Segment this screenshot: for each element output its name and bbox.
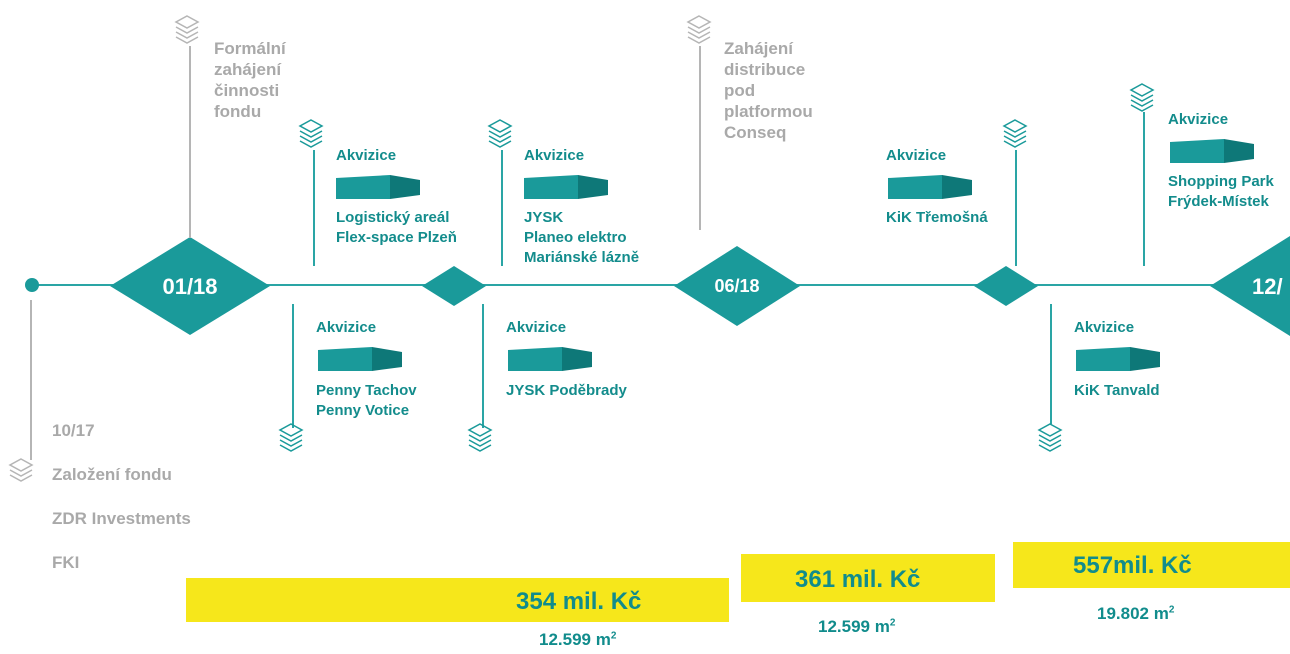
acq-text-penny: Penny Tachov Penny Votice — [316, 382, 417, 419]
stem-acq-tanvald — [1050, 304, 1052, 424]
summary-box-3: 557mil. Kč — [1013, 542, 1290, 588]
event-founding-line1: Založení fondu — [52, 465, 172, 484]
acq-title-tremosna: Akvizice — [886, 147, 947, 164]
milestone-label-12: 12/ — [1252, 274, 1283, 299]
acq-title-jysk: Akvizice — [524, 147, 585, 164]
building-icon — [1170, 139, 1254, 163]
summary-amount-3: 557mil. Kč — [1073, 552, 1192, 579]
acq-title-plzen: Akvizice — [336, 147, 397, 164]
milestone-diamond-0118 — [110, 237, 270, 335]
layers-icon — [1129, 83, 1155, 112]
acq-title-podebrady: Akvizice — [506, 319, 567, 336]
event-founding-line3: FKI — [52, 553, 80, 572]
acq-text-podebrady: JYSK Poděbrady — [506, 382, 627, 399]
layers-icon — [174, 15, 200, 44]
timeline-start-dot — [25, 278, 39, 292]
layers-icon — [298, 119, 324, 148]
stem-acq-penny — [292, 304, 294, 428]
acq-text-frydek: Shopping Park Frýdek-Místek — [1168, 173, 1274, 210]
summary-area-1: 12.599 m2 — [539, 630, 617, 649]
stem-founding — [30, 300, 32, 460]
acq-title-penny: Akvizice — [316, 319, 377, 336]
event-founding-date: 10/17 — [52, 421, 95, 440]
layers-icon — [467, 423, 493, 452]
stem-acq-plzen — [313, 150, 315, 266]
summary-box-2: 361 mil. Kč — [741, 554, 995, 602]
summary-box-1: 354 mil. Kč — [186, 578, 729, 622]
summary-amount-1: 354 mil. Kč — [516, 588, 642, 615]
milestone-diamond-small-1 — [422, 266, 486, 306]
summary-area-3: 19.802 m2 — [1097, 604, 1175, 623]
building-icon — [524, 175, 608, 199]
milestone-diamond-small-2 — [974, 266, 1038, 306]
milestone-diamond-0618 — [674, 246, 800, 326]
building-icon — [508, 347, 592, 371]
event-formal-start: Formální zahájení činnosti fondu — [214, 39, 286, 121]
stem-formal — [189, 46, 191, 238]
stem-acq-frydek — [1143, 112, 1145, 266]
milestone-diamond-12 — [1210, 236, 1290, 336]
layers-icon — [1002, 119, 1028, 148]
event-founding: 10/17 Založení fondu ZDR Investments FKI — [52, 398, 191, 596]
building-icon — [318, 347, 402, 371]
stem-acq-tremosna — [1015, 150, 1017, 266]
event-founding-line2: ZDR Investments — [52, 509, 191, 528]
acq-text-plzen: Logistický areál Flex-space Plzeň — [336, 209, 457, 246]
acq-text-tremosna: KiK Třemošná — [886, 209, 988, 226]
acq-text-tanvald: KiK Tanvald — [1074, 382, 1160, 399]
layers-icon — [487, 119, 513, 148]
layers-icon — [278, 423, 304, 452]
building-icon — [1076, 347, 1160, 371]
stem-acq-podebrady — [482, 304, 484, 428]
acq-title-frydek: Akvizice — [1168, 111, 1229, 128]
building-icon — [336, 175, 420, 199]
acq-title-tanvald: Akvizice — [1074, 319, 1135, 336]
summary-area-2: 12.599 m2 — [818, 617, 896, 636]
milestone-label-0618: 06/18 — [714, 276, 760, 296]
event-distribution-start: Zahájení distribuce pod platformou Conse… — [724, 39, 813, 142]
stem-distribution — [699, 46, 701, 230]
milestone-label-0118: 01/18 — [162, 274, 218, 299]
acq-text-jysk: JYSK Planeo elektro Mariánské lázně — [524, 209, 640, 266]
building-icon — [888, 175, 972, 199]
layers-icon — [8, 458, 34, 482]
layers-icon — [686, 15, 712, 44]
summary-amount-2: 361 mil. Kč — [795, 566, 921, 593]
stem-acq-jysk — [501, 150, 503, 266]
layers-icon — [1037, 423, 1063, 452]
